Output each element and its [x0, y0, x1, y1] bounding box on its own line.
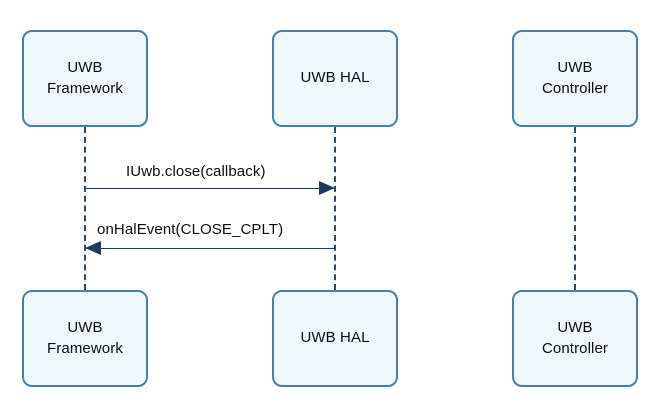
participant-box-uwb-framework-top[interactable]: UWB Framework — [22, 30, 148, 127]
message-line-onhalevent-close-cplt — [85, 248, 335, 249]
participant-label-uwb-framework-top: UWB Framework — [47, 59, 123, 97]
message-label-onhalevent-close-cplt: onHalEvent(CLOSE_CPLT) — [97, 221, 284, 238]
participant-label-uwb-controller-top: UWB Controller — [541, 59, 609, 97]
lifeline-uwb-controller — [574, 127, 576, 290]
participant-box-uwb-controller-bottom[interactable]: UWB Controller — [512, 290, 638, 387]
participant-box-uwb-hal-top[interactable]: UWB HAL — [272, 30, 398, 127]
lifeline-uwb-hal — [334, 127, 336, 290]
participant-box-uwb-controller-top[interactable]: UWB Controller — [512, 30, 638, 127]
lifeline-uwb-framework — [84, 127, 86, 290]
arrowhead-right-iuwb-close — [319, 181, 335, 195]
message-line-iuwb-close — [85, 188, 335, 189]
participant-label-uwb-hal-top: UWB HAL — [300, 69, 370, 87]
participant-label-uwb-framework-bottom: UWB Framework — [47, 319, 123, 357]
participant-box-uwb-hal-bottom[interactable]: UWB HAL — [272, 290, 398, 387]
participant-label-uwb-hal-bottom: UWB HAL — [300, 329, 370, 347]
participant-label-uwb-controller-bottom: UWB Controller — [541, 319, 609, 357]
message-label-iuwb-close: IUwb.close(callback) — [126, 163, 266, 180]
participant-box-uwb-framework-bottom[interactable]: UWB Framework — [22, 290, 148, 387]
arrowhead-left-onhalevent-close-cplt — [85, 241, 101, 255]
